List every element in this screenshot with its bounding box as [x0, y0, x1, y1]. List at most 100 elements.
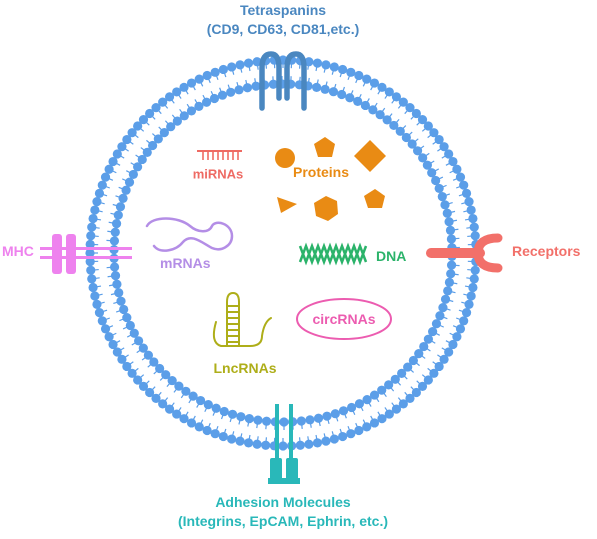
protein-triangle — [277, 197, 297, 213]
inner-lipid-head — [446, 269, 455, 278]
inner-lipid-head — [321, 85, 330, 94]
inner-lipid-head — [337, 90, 346, 99]
dna-label: DNA — [376, 249, 406, 263]
outer-lipid-head — [304, 440, 313, 449]
outer-lipid-head — [87, 222, 96, 231]
outer-lipid-head — [354, 426, 363, 435]
mhc-label: MHC — [2, 244, 34, 258]
mrnas-label: mRNAs — [160, 256, 211, 270]
inner-lipid-head — [262, 417, 271, 426]
outer-lipid-head — [219, 432, 228, 441]
inner-lipid-head — [126, 321, 135, 330]
lncrna-hairpin — [214, 293, 271, 346]
inner-lipid-head — [314, 414, 323, 423]
inner-lipid-head — [347, 403, 356, 412]
outer-lipid-head — [321, 60, 330, 69]
outer-lipid-head — [459, 316, 468, 325]
adhesion-molecules-label: Adhesion Molecules — [215, 495, 350, 509]
receptors-label: Receptors — [512, 244, 580, 258]
inner-lipid-head — [438, 303, 447, 312]
outer-lipid-head — [462, 308, 471, 317]
inner-lipid-head — [119, 305, 128, 314]
inner-lipid-head — [443, 209, 452, 218]
outer-lipid-head — [244, 59, 253, 68]
inner-lipid-head — [431, 176, 440, 185]
outer-lipid-head — [195, 75, 204, 84]
protein-pentagon-1 — [314, 137, 335, 157]
protein-circle — [275, 148, 295, 168]
outer-lipid-head — [464, 300, 473, 309]
inner-lipid-head — [243, 83, 252, 92]
adhesion-examples-label: (Integrins, EpCAM, Ephrin, etc.) — [178, 514, 388, 528]
inner-lipid-head — [253, 416, 262, 425]
inner-lipid-head — [435, 184, 444, 193]
inner-lipid-head — [438, 192, 447, 201]
inner-lipid-head — [114, 288, 123, 297]
outer-lipid-head — [330, 62, 339, 71]
outer-lipid-head — [211, 68, 220, 77]
outer-lipid-head — [313, 438, 322, 447]
inner-lipid-head — [305, 415, 314, 424]
inner-lipid-head — [297, 416, 306, 425]
inner-lipid-head — [339, 406, 348, 415]
outer-lipid-head — [203, 426, 212, 435]
outer-lipid-head — [313, 59, 322, 68]
inner-lipid-head — [226, 88, 235, 97]
inner-lipid-head — [111, 228, 120, 237]
inner-lipid-head — [331, 409, 340, 418]
outer-lipid-head — [92, 197, 101, 206]
inner-lipid-head — [279, 417, 288, 426]
outer-lipid-head — [90, 205, 99, 214]
inner-lipid-head — [112, 219, 121, 228]
inner-lipid-head — [440, 200, 449, 209]
outer-lipid-head — [471, 231, 480, 240]
outer-lipid-head — [346, 429, 355, 438]
inner-lipid-head — [111, 271, 120, 280]
inner-lipid-head — [116, 297, 125, 306]
lncrnas-label: LncRNAs — [213, 361, 276, 375]
outer-lipid-head — [235, 60, 244, 69]
outer-lipid-head — [95, 308, 104, 317]
outer-lipid-head — [456, 173, 465, 182]
outer-lipid-head — [89, 283, 98, 292]
outer-lipid-head — [244, 438, 253, 447]
outer-lipid-head — [338, 65, 347, 74]
outer-lipid-head — [464, 197, 473, 206]
inner-lipid-head — [322, 412, 331, 421]
inner-lipid-head — [312, 83, 321, 92]
outer-lipid-head — [452, 165, 461, 174]
inner-lipid-head — [212, 404, 221, 413]
inner-lipid-head — [210, 94, 219, 103]
inner-lipid-head — [245, 414, 254, 423]
outer-lipid-head — [101, 324, 110, 333]
mrna-squiggle — [147, 219, 232, 251]
inner-lipid-head — [355, 399, 364, 408]
inner-lipid-head — [445, 278, 454, 287]
inner-lipid-head — [441, 295, 450, 304]
outer-lipid-head — [467, 291, 476, 300]
inner-lipid-head — [329, 87, 338, 96]
outer-lipid-head — [87, 274, 96, 283]
inner-lipid-head — [110, 262, 119, 271]
outer-lipid-head — [219, 65, 228, 74]
outer-lipid-head — [278, 441, 287, 450]
outer-lipid-head — [98, 181, 107, 190]
protein-pentagon-2 — [364, 189, 385, 208]
outer-lipid-head — [261, 441, 270, 450]
outer-lipid-head — [330, 434, 339, 443]
proteins-label: Proteins — [293, 165, 349, 179]
inner-lipid-head — [116, 202, 125, 211]
lipid-bilayer-membrane — [85, 55, 480, 450]
outer-lipid-head — [95, 189, 104, 198]
inner-lipid-head — [234, 85, 243, 94]
inner-lipid-head — [220, 407, 229, 416]
inner-lipid-head — [236, 412, 245, 421]
outer-lipid-head — [101, 173, 110, 182]
inner-lipid-head — [228, 410, 237, 419]
inner-lipid-head — [345, 93, 354, 102]
outer-lipid-head — [468, 283, 477, 292]
outer-lipid-head — [235, 437, 244, 446]
outer-lipid-head — [470, 222, 479, 231]
outer-lipid-head — [203, 71, 212, 80]
inner-lipid-head — [118, 194, 127, 203]
